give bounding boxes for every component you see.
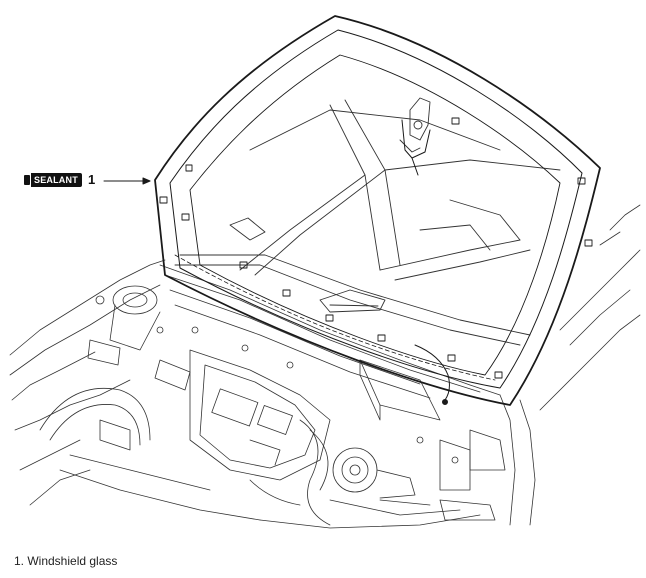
windshield-glass: [154, 15, 601, 406]
figure-caption: 1. Windshield glass: [14, 554, 118, 568]
sealant-tube-icon: SEALANT: [24, 173, 82, 187]
vehicle-body-structure: [9, 204, 641, 529]
callout-arrow-icon: [103, 177, 151, 185]
sensor-wiring: [401, 119, 450, 405]
glass-clips: [159, 117, 593, 379]
windshield-installation-drawing: [9, 15, 641, 529]
sealant-tube-cap: [24, 175, 30, 185]
sealant-label: SEALANT: [31, 173, 82, 187]
callout-number: 1: [88, 172, 96, 187]
cabin-interior-lines: [174, 97, 561, 346]
